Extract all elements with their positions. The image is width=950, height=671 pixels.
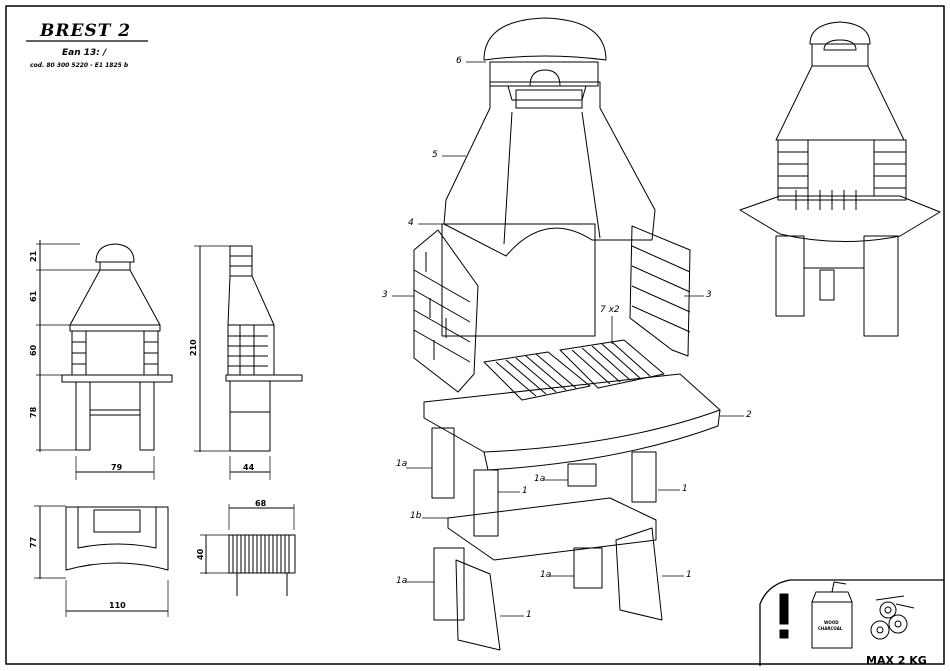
max-load-text: MAX 2 KG	[866, 654, 927, 667]
callout-part-1a-bottom-left: 1a	[396, 576, 407, 586]
firewood-icon	[871, 596, 914, 639]
dim-front-cap: 21	[29, 250, 38, 262]
callout-part-1b: 1b	[410, 511, 422, 521]
grill-view: 68 40	[196, 499, 295, 596]
callout-part-6: 6	[456, 56, 462, 66]
callout-part-1-left: 1	[522, 486, 528, 496]
callout-part-2: 2	[746, 410, 752, 420]
part-callouts: 6 5 4 3 3 7 x2 2 1a 1 1a 1 1b 1a 1 1a 1	[382, 56, 752, 620]
dim-side-height: 210	[189, 339, 198, 356]
callout-part-1-right: 1	[682, 484, 688, 494]
callout-part-5: 5	[432, 150, 438, 160]
top-view: 77 110	[29, 506, 168, 617]
assembled-view	[740, 22, 940, 336]
dim-side-depth: 44	[243, 463, 255, 472]
warning-panel: WOOD CHARCOAL MAX 2 KG	[760, 580, 944, 667]
header-block: BREST 2 Ean 13: / cod. 80 300 5220 - E1 …	[26, 21, 148, 69]
exploded-view	[414, 18, 720, 650]
callout-part-1a-center: 1a	[534, 474, 545, 484]
dim-front-base: 78	[29, 406, 38, 418]
exclamation-icon	[780, 594, 788, 624]
callout-part-3-right: 3	[706, 290, 712, 300]
callout-part-7: 7 x2	[600, 305, 620, 315]
charcoal-bag-label-2: CHARCOAL	[818, 626, 843, 631]
dim-front-firebox: 60	[29, 344, 38, 356]
callout-part-3-left: 3	[382, 290, 388, 300]
callout-part-1-bottom-right: 1	[686, 570, 692, 580]
dim-front-width: 79	[111, 463, 123, 472]
callout-part-4: 4	[408, 218, 414, 228]
dim-grill-width: 68	[255, 499, 267, 508]
dim-grill-height: 40	[196, 548, 205, 560]
front-view: 21 61 60 78 79	[29, 240, 172, 480]
product-code: cod. 80 300 5220 - E1 1825 b	[30, 62, 129, 69]
product-title: BREST 2	[39, 21, 131, 41]
ean-code: Ean 13: /	[62, 48, 107, 58]
dim-top-width: 110	[109, 601, 126, 610]
side-view: 210 44	[189, 246, 302, 480]
dim-top-depth: 77	[29, 537, 38, 548]
callout-part-1a-left: 1a	[396, 459, 407, 469]
charcoal-bag-label-1: WOOD	[824, 620, 839, 625]
dim-front-hood: 61	[29, 290, 38, 302]
charcoal-bag-icon	[812, 602, 852, 648]
callout-part-1a-bottom-center: 1a	[540, 570, 551, 580]
callout-part-1-bottom: 1	[526, 610, 532, 620]
